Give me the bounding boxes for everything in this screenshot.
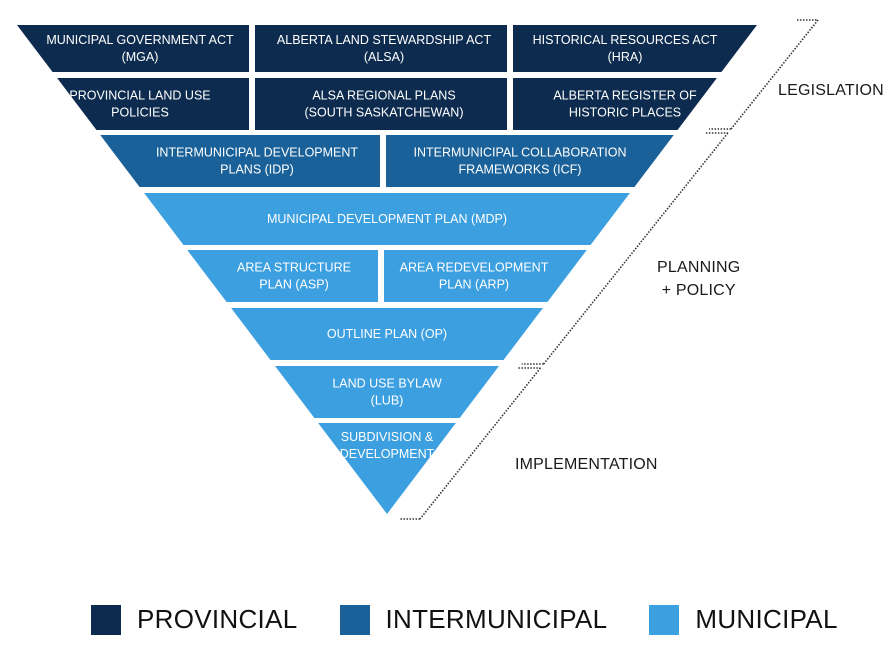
pyramid-cell-label: HISTORICAL RESOURCES ACT — [533, 33, 718, 47]
bracket-line — [730, 19, 819, 130]
label-planning-policy: PLANNING + POLICY — [657, 256, 740, 302]
pyramid-cell — [255, 25, 507, 72]
pyramid-cell — [318, 423, 456, 514]
pyramid-cell-label: PROVINCIAL LAND USE — [69, 89, 210, 103]
label-policy: + POLICY — [661, 282, 736, 299]
label-implementation: IMPLEMENTATION — [515, 456, 658, 473]
pyramid-cells: MUNICIPAL GOVERNMENT ACT (MGA) ALBERTA LAN… — [17, 25, 757, 514]
legend-label-municipal: MUNICIPAL — [695, 604, 838, 634]
pyramid-cell-label: PLAN (ARP) — [439, 278, 509, 292]
pyramid-cell — [187, 250, 378, 302]
pyramid-cell-label: HISTORIC PLACES — [569, 106, 681, 120]
legend-swatch-intermunicipal — [339, 604, 370, 635]
pyramid-cell-label: (MGA) — [122, 50, 159, 64]
pyramid-cell-label: AREA REDEVELOPMENT — [400, 261, 549, 275]
pyramid-cell — [144, 193, 630, 245]
pyramid-cell — [384, 250, 587, 302]
pyramid-cell — [513, 78, 717, 130]
pyramid-cell — [100, 135, 381, 187]
bracket-line — [543, 132, 729, 365]
pyramid-cell-label: (HRA) — [608, 50, 643, 64]
pyramid-cell-label: ALSA REGIONAL PLANS — [312, 89, 455, 103]
legend-label-intermunicipal: INTERMUNICIPAL — [385, 604, 608, 634]
label-planning: PLANNING — [657, 259, 741, 276]
pyramid-cell-label: LAND USE BYLAW — [332, 377, 441, 391]
pyramid-cell — [57, 78, 249, 130]
label-legislation: LEGISLATION — [778, 82, 884, 99]
pyramid-cell-label: DEVELOPMENT — [340, 447, 435, 461]
legend-item-provincial: PROVINCIAL — [91, 604, 298, 635]
pyramid-cell-label: OUTLINE PLAN (OP) — [327, 327, 447, 341]
bracket-line — [419, 367, 542, 520]
pyramid-cell-label: POLICIES — [111, 106, 169, 120]
pyramid-cell-label: INTERMUNICIPAL COLLABORATION — [414, 146, 627, 160]
pyramid-cell-label: MUNICIPAL GOVERNMENT ACT — [46, 33, 234, 47]
pyramid-cell-label: (SOUTH SASKATCHEWAN) — [304, 106, 463, 120]
pyramid-cell-label: ALBERTA LAND STEWARDSHIP ACT — [277, 33, 492, 47]
pyramid-cell-label: INTERMUNICIPAL DEVELOPMENT — [156, 146, 358, 160]
legend-item-intermunicipal: INTERMUNICIPAL — [339, 604, 608, 635]
pyramid-cell — [255, 78, 507, 130]
pyramid-cell-label: PLAN (ASP) — [259, 278, 328, 292]
pyramid-cell-label: AREA STRUCTURE — [237, 261, 351, 275]
pyramid-cell-label: (ALSA) — [364, 50, 404, 64]
legend-item-municipal: MUNICIPAL — [649, 604, 837, 635]
pyramid-cell — [231, 308, 543, 360]
pyramid-cell-label: ALBERTA REGISTER OF — [553, 89, 697, 103]
legend: PROVINCIAL INTERMUNICIPAL MUNICIPAL — [91, 604, 878, 635]
pyramid-cell-label: (LUB) — [371, 394, 404, 408]
pyramid-cell-label: SUBDIVISION & — [341, 430, 434, 444]
dotted-bracket — [400, 19, 819, 520]
legend-swatch-municipal — [649, 604, 680, 635]
pyramid-cell — [275, 366, 499, 418]
legend-label-provincial: PROVINCIAL — [137, 604, 298, 634]
pyramid-cell-label: MUNICIPAL DEVELOPMENT PLAN (MDP) — [267, 212, 507, 226]
pyramid-cell — [386, 135, 674, 187]
pyramid-cell-label: PLANS (IDP) — [220, 163, 294, 177]
pyramid-cell — [17, 25, 249, 72]
pyramid-cell — [513, 25, 757, 72]
pyramid-cell-label: FRAMEWORKS (ICF) — [459, 163, 582, 177]
legend-swatch-provincial — [91, 604, 121, 635]
